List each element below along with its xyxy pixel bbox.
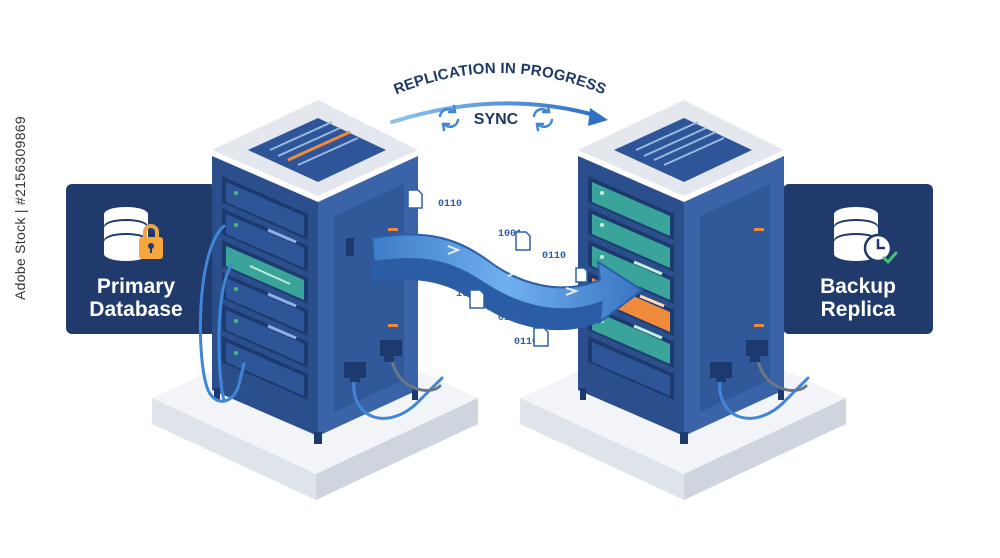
bit-string: 1001: [498, 229, 522, 240]
backup-server-units: [588, 176, 674, 400]
primary-label-line2: Database: [89, 298, 182, 321]
backup-label-line2: Replica: [821, 298, 896, 321]
cable-icon: [198, 224, 444, 420]
replication-stream-arrow: [370, 233, 644, 331]
data-bits: 0110 1001 0110 1001 0110 0110: [438, 199, 566, 348]
backup-label-line1: Backup: [820, 275, 896, 298]
replication-header: REPLICATION IN PROGRESS SYNC: [390, 60, 608, 132]
document-icon: [407, 189, 588, 347]
primary-server-units: [222, 176, 308, 400]
sync-icon: [438, 104, 460, 132]
bit-string: 0110: [438, 199, 462, 210]
primary-database-panel: Primary Database: [66, 184, 216, 334]
backup-replica-panel: Backup Replica: [783, 184, 933, 334]
backup-cable-icon: [716, 352, 810, 420]
bit-string: 1001: [456, 289, 480, 300]
stock-id-label: Adobe Stock | #2156309869: [12, 116, 28, 300]
bit-string: 0110: [514, 337, 538, 348]
backup-server-rack: [578, 100, 784, 444]
arrow-icon: [447, 245, 580, 296]
replication-in-progress-label: REPLICATION IN PROGRESS: [391, 60, 608, 98]
sync-label: SYNC: [474, 111, 519, 128]
sync-icon: [532, 104, 554, 132]
bit-string: 0110: [498, 313, 522, 324]
primary-label-line1: Primary: [97, 275, 176, 298]
arc-arrowhead-icon: [588, 108, 608, 126]
database-lock-icon: [104, 207, 163, 261]
bit-string: 0110: [542, 251, 566, 262]
database-clock-icon: [834, 207, 898, 264]
